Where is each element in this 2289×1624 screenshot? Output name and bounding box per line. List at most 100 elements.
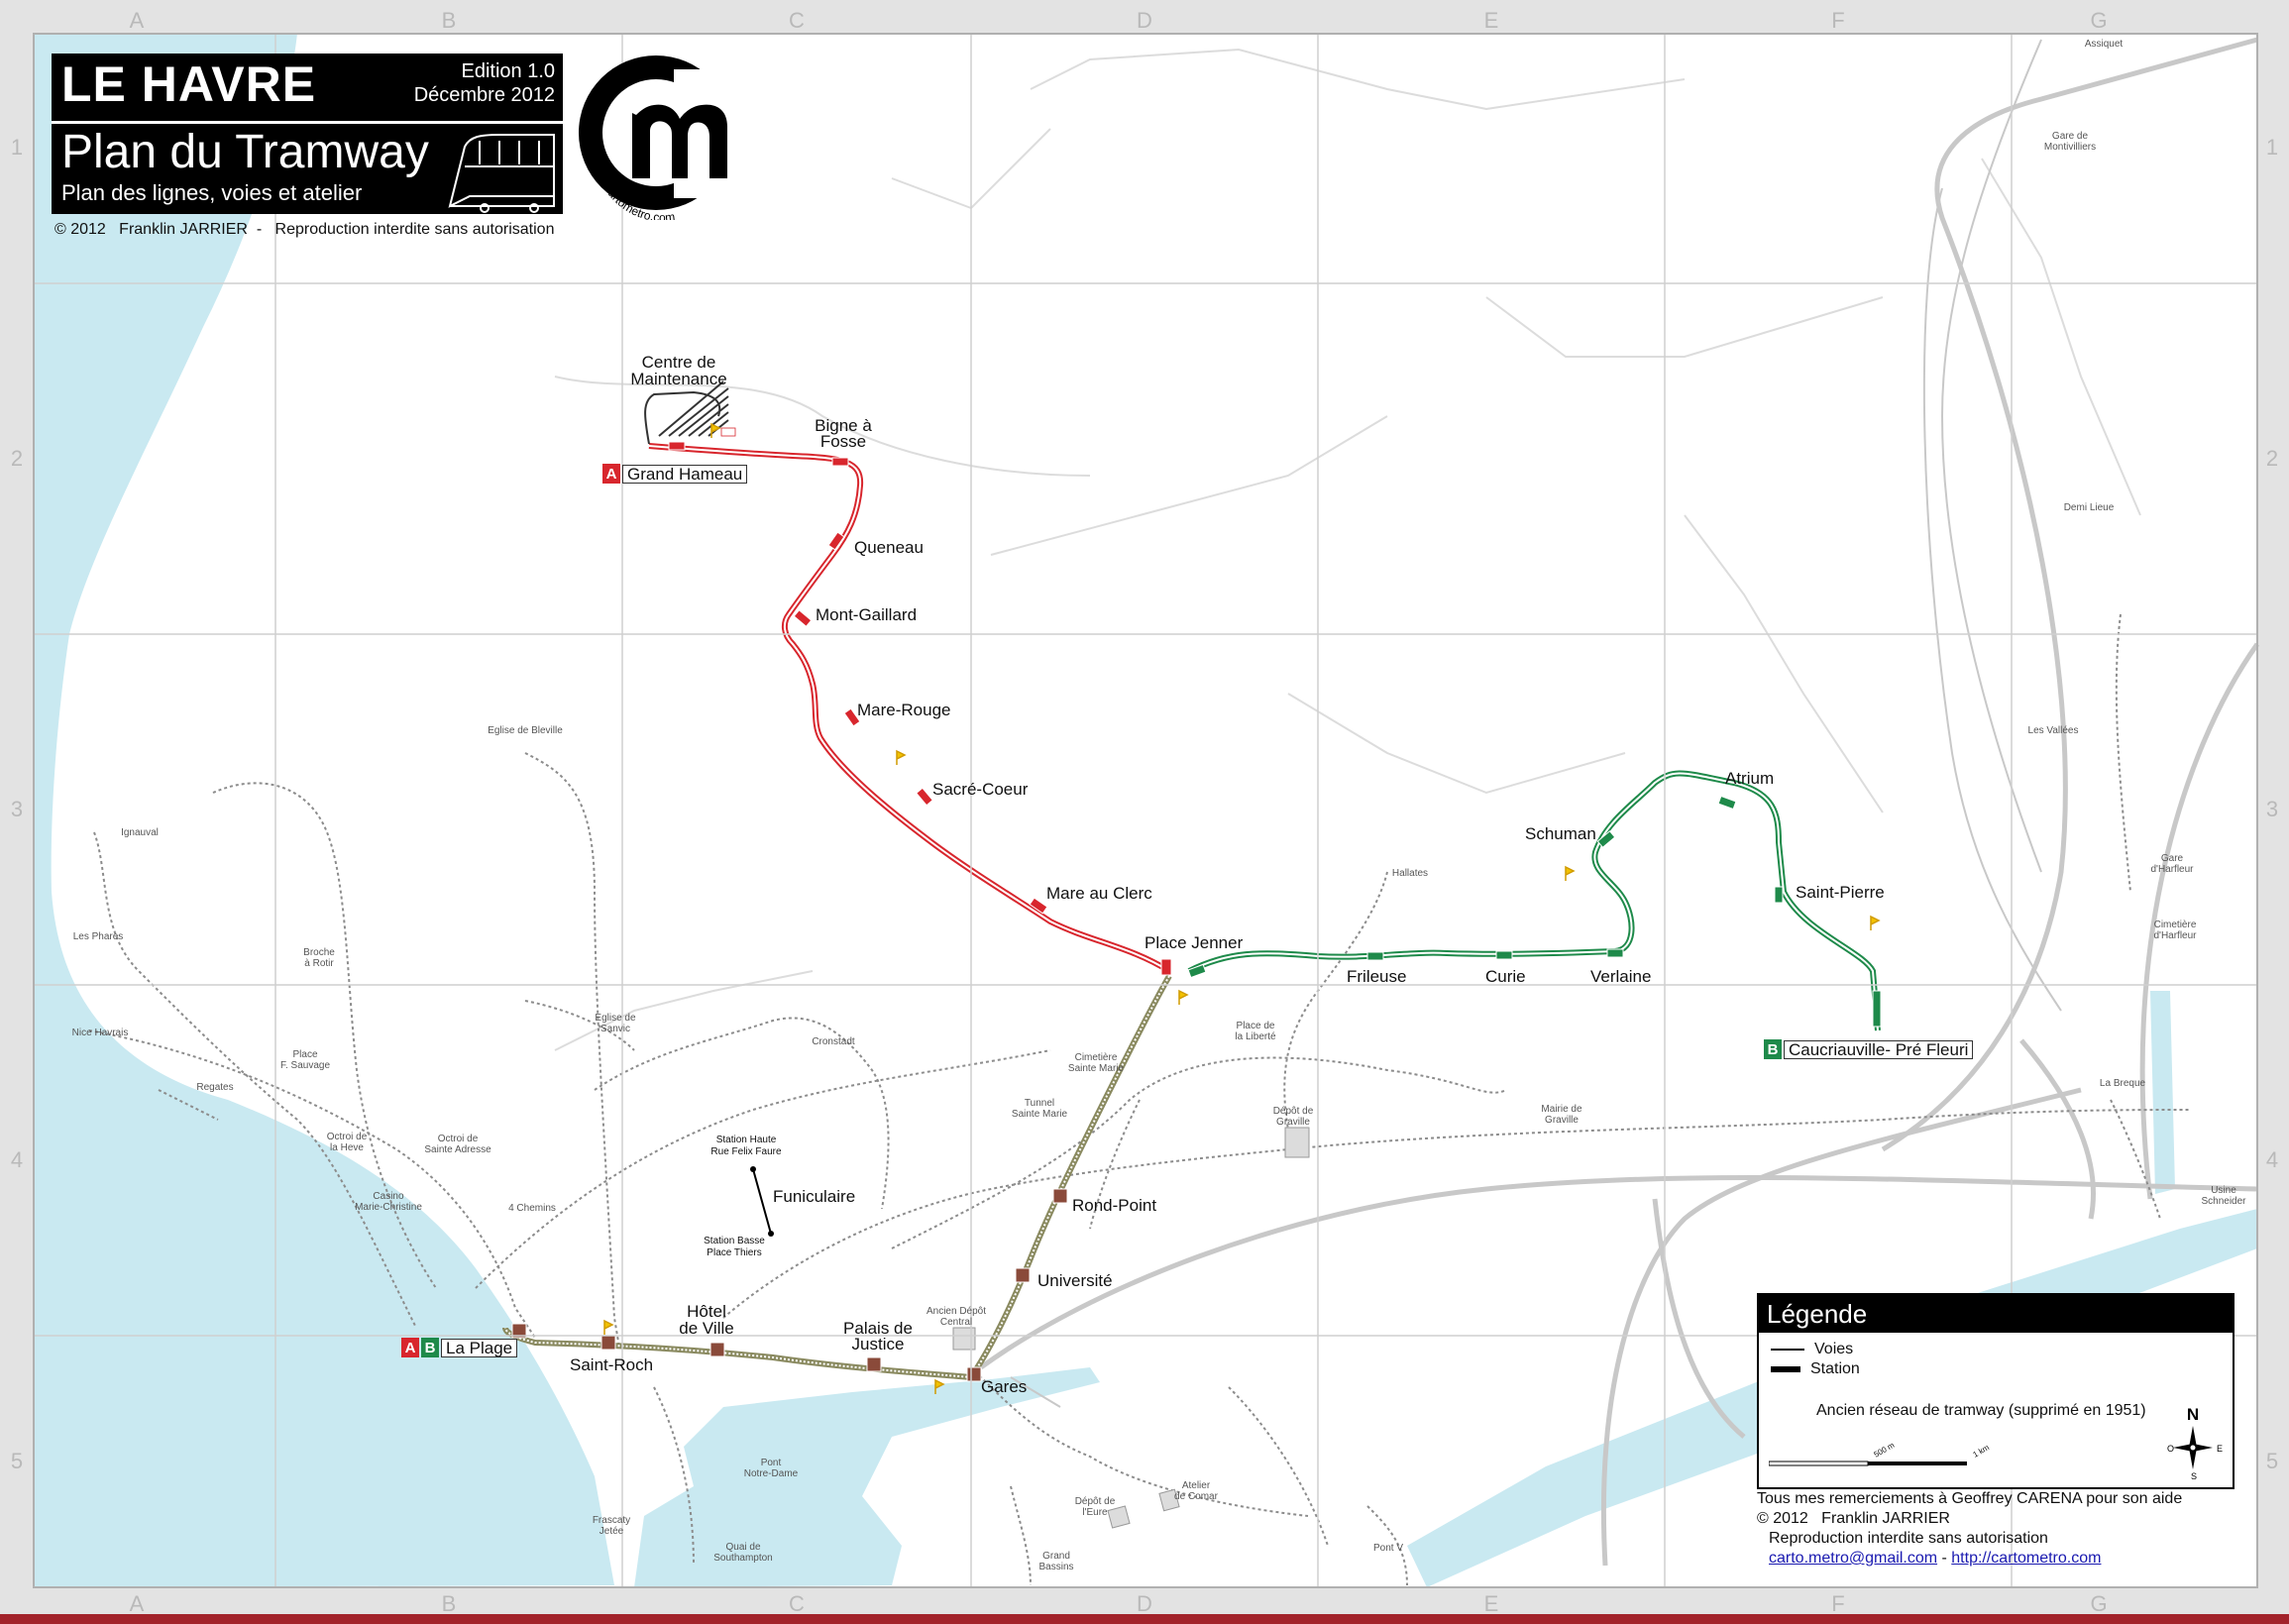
place-depot-graville-2: Graville <box>1276 1117 1310 1128</box>
place-mairie-graville-2: Graville <box>1545 1115 1579 1126</box>
credits-link-separator: - <box>1937 1550 1952 1567</box>
label-saint-roch: Saint-Roch <box>570 1355 653 1374</box>
grid-col-bottom-a: A <box>130 1591 145 1616</box>
label-bigne-line1: Bigne à <box>815 416 872 435</box>
website-link[interactable]: http://cartometro.com <box>1951 1550 2102 1567</box>
place-depot-eure-1: Dépôt de <box>1075 1496 1116 1507</box>
place-assiquet: Assiquet <box>2085 39 2124 50</box>
place-ancien-depot-1: Ancien Dépôt <box>926 1306 986 1317</box>
label-centre-line2: Maintenance <box>630 370 726 388</box>
place-casino-1: Casino <box>373 1191 404 1202</box>
bottom-bar <box>0 1614 2289 1624</box>
label-mont-gaillard: Mont-Gaillard <box>816 605 917 624</box>
station-verlaine-marker <box>1606 948 1624 958</box>
district-lines <box>554 48 2141 1051</box>
station-grand-hameau-marker <box>668 441 686 451</box>
station-bigne-marker <box>831 457 849 467</box>
legend: Légende Voies Station Ancien réseau de t… <box>1757 1293 2234 1489</box>
place-frascaty-1: Frascaty <box>593 1515 630 1526</box>
place-ignauval: Ignauval <box>121 827 159 838</box>
plan-title: Plan du Tramway <box>61 126 429 178</box>
grid-lines <box>34 34 2257 1587</box>
edition-info: Edition 1.0 Décembre 2012 <box>414 59 555 107</box>
canal <box>2150 991 2175 1194</box>
grid-col-top-f: F <box>1831 8 1844 33</box>
substation-flags <box>603 422 1881 1394</box>
docks <box>634 1367 1100 1587</box>
depot-eure-building <box>1107 1505 1131 1529</box>
place-ancien-depot-2: Central <box>940 1317 972 1328</box>
place-eglise-bleville: Eglise de Bleville <box>488 725 563 736</box>
grid-row-left-1: 1 <box>11 135 23 160</box>
grid-row-right-2: 2 <box>2266 446 2278 471</box>
title-separator <box>52 121 563 124</box>
station-queneau-marker <box>827 531 845 551</box>
place-depot-graville-1: Dépôt de <box>1273 1106 1314 1117</box>
depot-tracks <box>644 380 729 445</box>
label-schuman: Schuman <box>1525 824 1596 843</box>
place-la-breque: La Breque <box>2100 1078 2146 1089</box>
compass-n: N <box>2187 1405 2199 1424</box>
label-station-haute-line1: Station Haute <box>716 1135 777 1145</box>
station-caucriauville-marker <box>1872 990 1882 1028</box>
station-markers <box>511 441 1882 1382</box>
label-sacre-coeur: Sacré-Coeur <box>932 780 1029 799</box>
place-tunnel-sm-1: Tunnel <box>1025 1098 1054 1109</box>
title-block: LE HAVRE Edition 1.0 Décembre 2012 Plan … <box>52 54 563 214</box>
compass-e: E <box>2217 1444 2223 1454</box>
station-frileuse-marker <box>1366 951 1384 961</box>
place-cimetiere-sm-2: Sainte Marie <box>1068 1063 1125 1074</box>
grid-col-top-d: D <box>1137 8 1152 33</box>
place-eglise-sanvic-1: Eglise de <box>595 1013 636 1024</box>
label-bigne-line2: Fosse <box>820 432 866 451</box>
place-sauvage-2: F. Sauvage <box>280 1060 330 1071</box>
place-mairie-graville-1: Mairie de <box>1541 1104 1582 1115</box>
credits: Tous mes remerciements à Geoffrey CARENA… <box>1757 1489 2182 1569</box>
city-title: LE HAVRE <box>61 56 317 112</box>
label-mare-au-clerc: Mare au Clerc <box>1046 884 1152 903</box>
legend-voies-label: Voies <box>1814 1341 1854 1357</box>
place-broche-2: à Rotir <box>304 958 334 969</box>
roads <box>1010 39 2062 1408</box>
legend-station-label: Station <box>1810 1360 1860 1377</box>
grid-col-bottom-b: B <box>442 1591 457 1616</box>
place-demi-lieue: Demi Lieue <box>2064 502 2115 513</box>
grid-row-right-5: 5 <box>2266 1449 2278 1473</box>
terminus-grand-hameau-label: Grand Hameau <box>622 464 748 484</box>
grid-col-bottom-g: G <box>2090 1591 2107 1616</box>
place-comar-2: de Comar <box>1174 1491 1219 1502</box>
place-cimetiere-harfleur-2: d'Harfleur <box>2153 930 2197 941</box>
station-mare-rouge-marker <box>843 707 861 727</box>
place-cronstadt: Cronstadt <box>812 1036 855 1047</box>
place-cimetiere-harfleur-1: Cimetière <box>2154 920 2197 930</box>
email-link[interactable]: carto.metro@gmail.com <box>1769 1550 1938 1567</box>
compass-s: S <box>2191 1471 2197 1481</box>
sea <box>34 34 614 1587</box>
credits-copyright: © 2012 Franklin JARRIER <box>1757 1510 1950 1527</box>
place-regates: Regates <box>196 1082 233 1093</box>
place-depot-eure-2: l'Eure <box>1082 1507 1108 1518</box>
grid-row-right-4: 4 <box>2266 1147 2278 1172</box>
flag-saint-pierre <box>1870 915 1881 930</box>
grid-row-left-4: 4 <box>11 1147 23 1172</box>
terminus-la-plage-label: La Plage <box>441 1338 518 1357</box>
place-casino-2: Marie-Christine <box>355 1202 422 1213</box>
atelier-comar-building <box>1158 1488 1180 1512</box>
railways <box>979 37 2260 1567</box>
station-atrium-marker <box>1717 795 1737 811</box>
place-grand-bassins-2: Bassins <box>1038 1562 1073 1572</box>
place-4-chemins: 4 Chemins <box>508 1203 556 1214</box>
station-sacre-coeur-marker <box>916 787 933 807</box>
grid-col-top-e: E <box>1484 8 1499 33</box>
legend-station-swatch <box>1771 1366 1800 1372</box>
legend-station: Station <box>1771 1360 1860 1378</box>
place-gare-harfleur-1: Gare <box>2161 853 2184 864</box>
label-atrium: Atrium <box>1725 769 1774 788</box>
compass-rose: N O E S <box>2167 1405 2223 1481</box>
place-pont-nd-2: Notre-Dame <box>744 1468 799 1479</box>
station-palais-justice-marker <box>866 1356 882 1372</box>
label-centre-line1: Centre de <box>642 353 716 372</box>
grid-col-bottom-e: E <box>1484 1591 1499 1616</box>
label-station-haute-line2: Rue Felix Faure <box>710 1146 782 1157</box>
